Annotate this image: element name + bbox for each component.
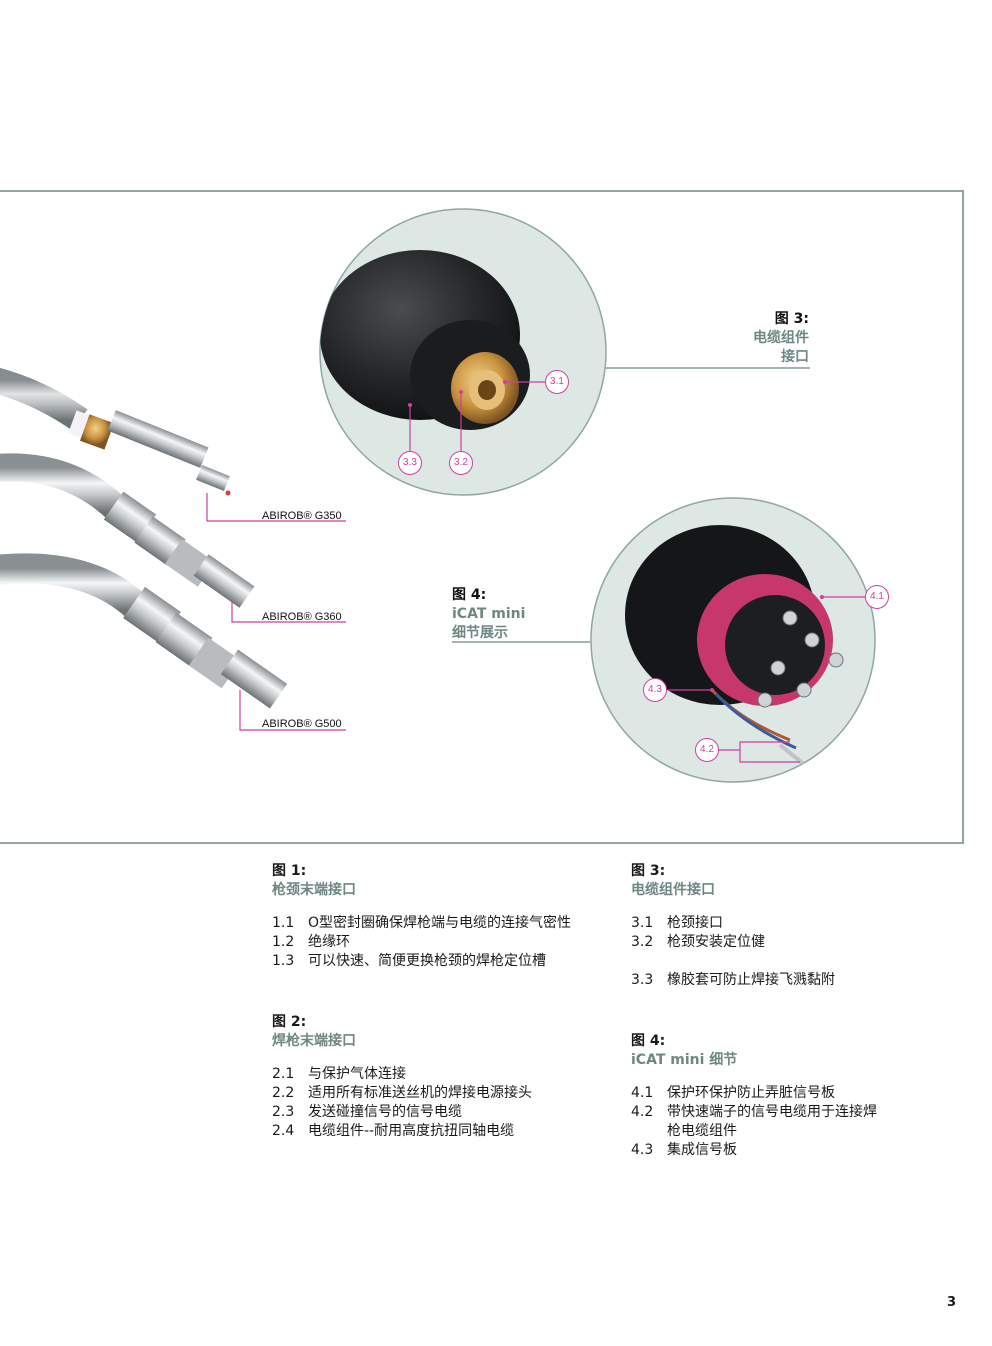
- fig3-caption-number: 图 3:: [774, 311, 809, 327]
- fig4-caption-title-1: iCAT mini: [452, 606, 526, 622]
- model-label-g500: ABIROB® G500: [262, 718, 342, 730]
- fig4-caption: 图 4: iCAT mini 细节展示: [452, 586, 525, 643]
- fig4-title: iCAT mini 细节: [631, 1052, 738, 1068]
- callout-3-2: 3.2: [449, 451, 473, 475]
- torch-neck-g350: [0, 367, 231, 496]
- fig1-number: 图 1:: [272, 863, 307, 879]
- model-label-g360: ABIROB® G360: [262, 611, 342, 623]
- callout-4-3: 4.3: [643, 678, 667, 702]
- fig2-number: 图 2:: [272, 1014, 307, 1030]
- fig3-caption-title-2: 接口: [781, 349, 809, 365]
- fig3-circle: [319, 208, 607, 496]
- fig4-number: 图 4:: [631, 1033, 666, 1049]
- fig2-title: 焊枪末端接口: [272, 1033, 356, 1049]
- fig3-caption-title-1: 电缆组件: [753, 330, 809, 346]
- fig3-number: 图 3:: [631, 863, 666, 879]
- fig3-title: 电缆组件接口: [631, 882, 715, 898]
- callout-4-2: 4.2: [695, 738, 719, 762]
- fig1-title: 枪颈末端接口: [272, 882, 356, 898]
- fig4-caption-title-2: 细节展示: [452, 625, 508, 641]
- fig3-caption: 图 3: 电缆组件 接口: [753, 310, 809, 367]
- fig4-caption-number: 图 4:: [452, 587, 487, 603]
- callout-4-1: 4.1: [865, 585, 889, 609]
- page-number: 3: [947, 1295, 957, 1310]
- model-label-g350: ABIROB® G350: [262, 510, 342, 522]
- figure-panel: [0, 190, 964, 844]
- callout-3-1: 3.1: [545, 370, 569, 394]
- fig4-circle: [590, 497, 876, 783]
- torch-neck-g360: [0, 453, 255, 608]
- callout-3-3: 3.3: [398, 451, 422, 475]
- torch-neck-g500: [0, 553, 288, 709]
